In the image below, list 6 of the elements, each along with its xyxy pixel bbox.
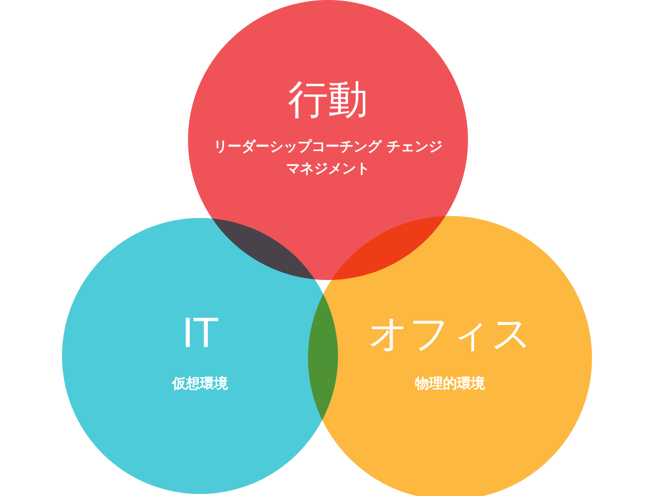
circle-heading: オフィス [368,310,532,358]
circle-heading: IT [182,310,218,358]
circle-heading: 行動 [288,76,368,124]
circle-description: 物理的環境 [415,374,485,394]
circle-description: 仮想環境 [172,374,228,394]
circle-description: リーダーシップコーチング チェンジマネジメント [213,138,443,179]
